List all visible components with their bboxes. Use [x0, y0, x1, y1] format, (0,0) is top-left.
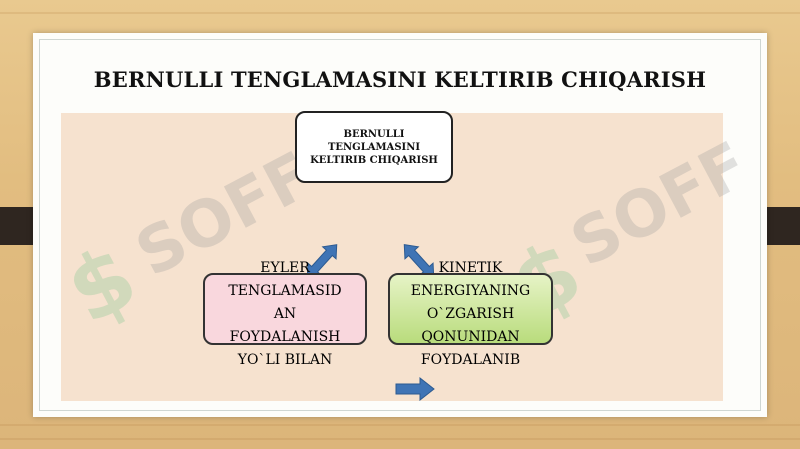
- node-line: EYLER: [260, 260, 310, 276]
- node-kinetik: [388, 273, 553, 345]
- node-eyler: [203, 273, 367, 345]
- double-arrow-left: [306, 244, 338, 278]
- node-bernulli: BERNULLI TENGLAMASINI KELTIRIB CHIQARISH: [295, 111, 453, 183]
- node-line: FOYDALANIB: [420, 352, 521, 368]
- node-line: YO`LI BILAN: [237, 352, 333, 368]
- wood-grain: [0, 424, 800, 426]
- node-line: QONUNIDAN: [421, 329, 520, 345]
- node-line: AN: [273, 306, 297, 322]
- slide-title: BERNULLI TENGLAMASINI KELTIRIB CHIQARISH: [93, 67, 707, 92]
- arrow-shape: [306, 244, 338, 278]
- wood-grain: [0, 438, 800, 440]
- node-line: TENGLAMASID: [228, 283, 342, 299]
- node-line: ENERGIYANING: [410, 283, 531, 299]
- node-line: BERNULLI: [343, 128, 405, 140]
- node-line: KELTIRIB CHIQARISH: [310, 154, 438, 166]
- node-line: O`ZGARISH: [426, 306, 515, 322]
- slide-border: [39, 39, 761, 411]
- node-line: FOYDALANISH: [229, 329, 341, 345]
- right-arrow: [395, 376, 435, 401]
- node-line: TENGLAMASINI: [327, 141, 421, 153]
- slide: BERNULLI TENGLAMASINI KELTIRIB CHIQARISH…: [33, 33, 767, 417]
- node-eyler-text: EYLER TENGLAMASID AN FOYDALANISH YO`LI B…: [203, 257, 367, 372]
- node-kinetik-text: KINETIK ENERGIYANING O`ZGARISH QONUNIDAN…: [388, 257, 553, 372]
- node-line: KINETIK: [438, 260, 503, 276]
- arrow-shape: [395, 376, 435, 401]
- wood-grain: [0, 12, 800, 14]
